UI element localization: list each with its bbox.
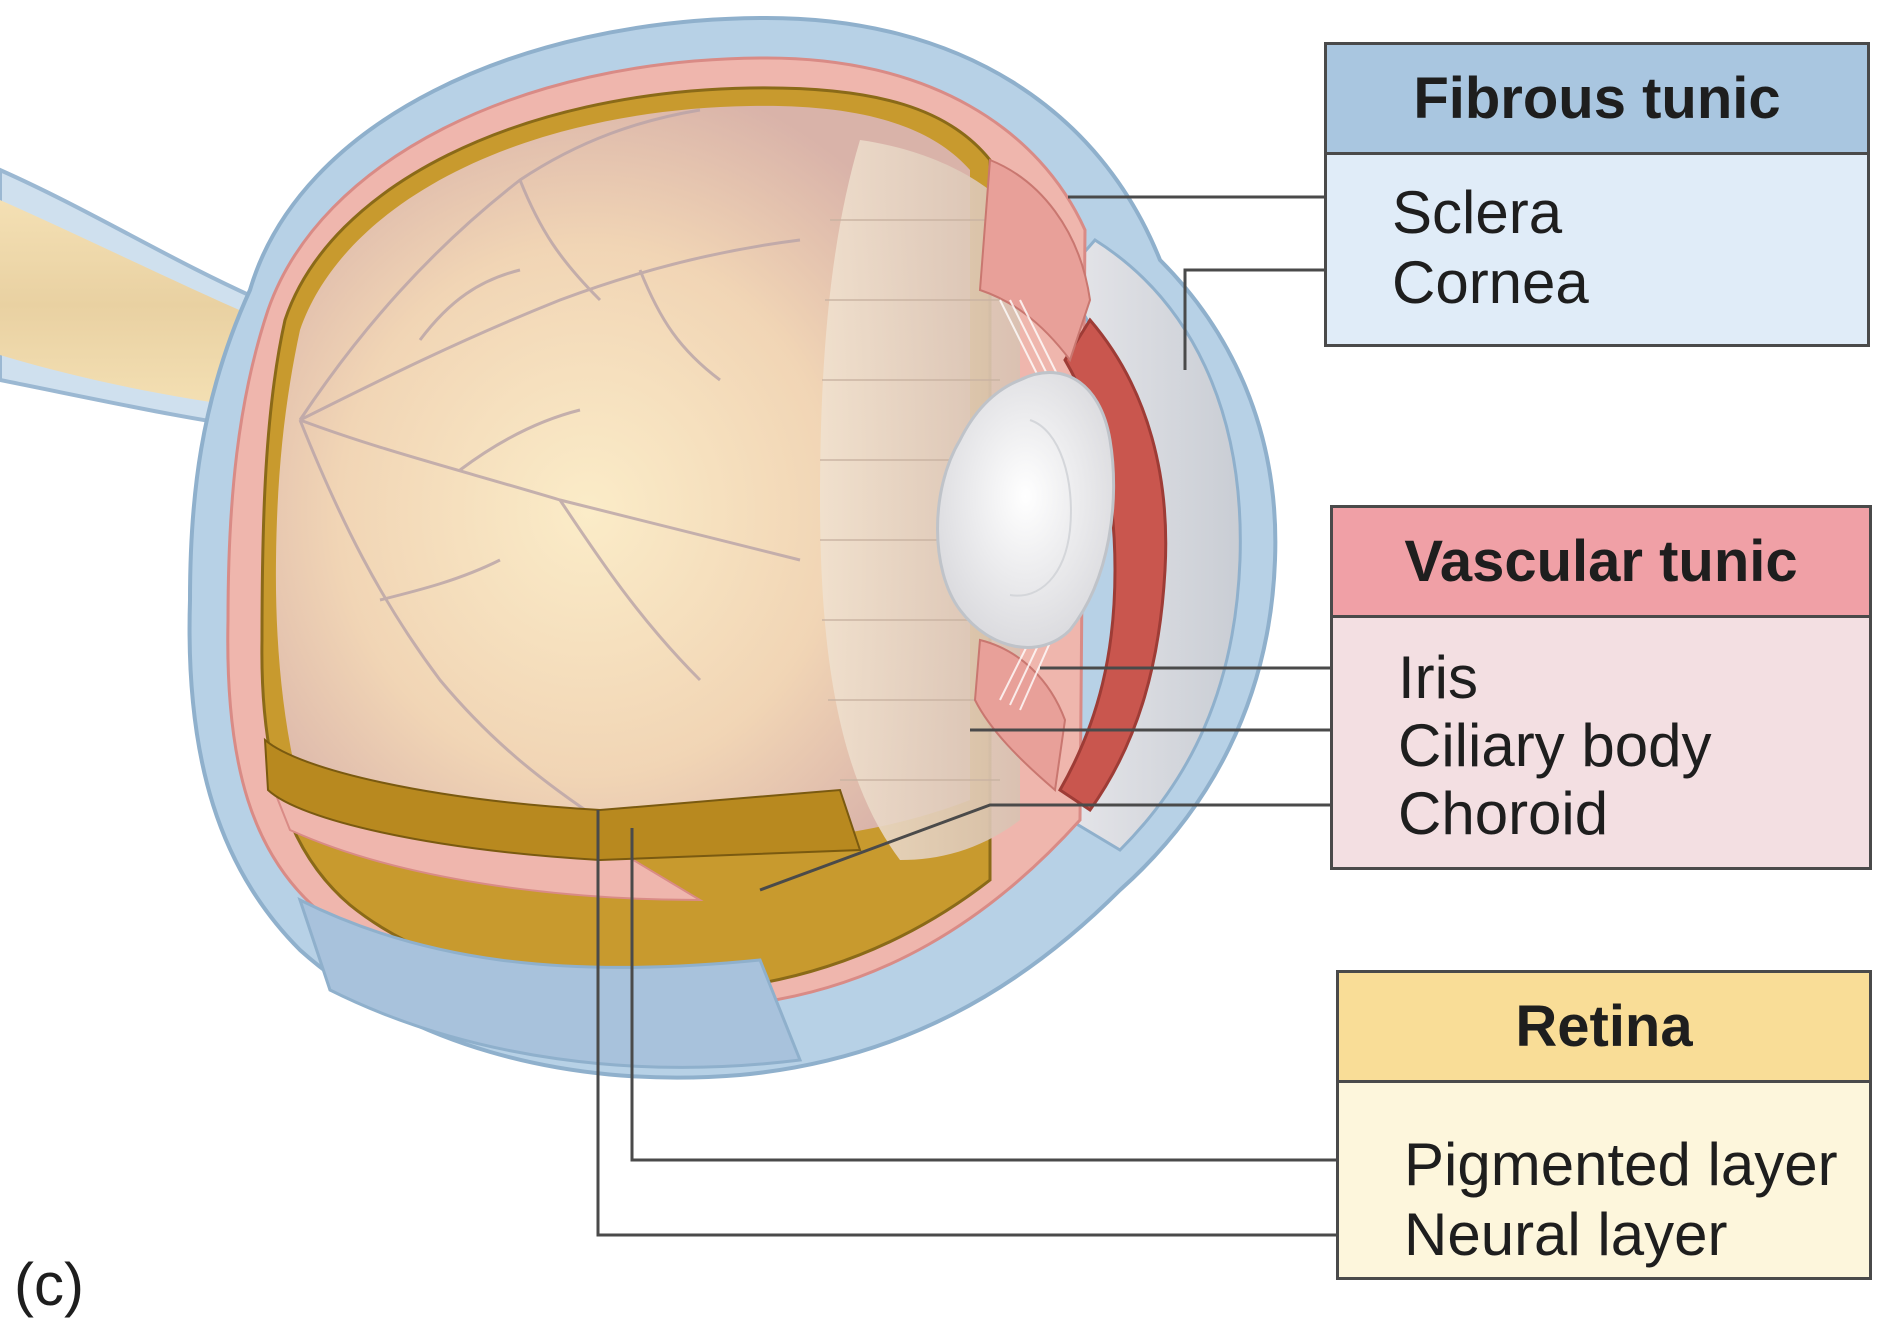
label-neural-layer: Neural layer xyxy=(1404,1201,1728,1268)
label-choroid: Choroid xyxy=(1398,780,1609,847)
label-iris: Iris xyxy=(1398,644,1478,711)
ciliary-region xyxy=(820,140,1020,860)
label-sclera: Sclera xyxy=(1392,179,1563,246)
retina-title: Retina xyxy=(1339,973,1869,1083)
vascular-tunic-box: Vascular tunic Iris Ciliary body Choroid xyxy=(1330,505,1872,870)
leader-cornea xyxy=(1183,268,1370,370)
retina-box: Retina Pigmented layer Neural layer xyxy=(1336,970,1872,1280)
ciliary-folds xyxy=(820,219,1000,781)
cutaway-sclera xyxy=(297,897,803,1069)
optic-nerve-core xyxy=(0,200,268,410)
label-pigmented-layer: Pigmented layer xyxy=(1404,1131,1838,1198)
ciliary-body xyxy=(978,158,1092,363)
cutaway-pigmented xyxy=(263,737,862,862)
leader-choroid xyxy=(759,803,1370,892)
vitreous-chamber xyxy=(275,105,970,843)
leader-neural-layer xyxy=(596,810,1370,1237)
retinal-vessels xyxy=(298,108,801,822)
leader-pigmented-layer xyxy=(630,828,1370,1162)
label-ciliary-body: Ciliary body xyxy=(1398,712,1712,779)
fibrous-tunic-title: Fibrous tunic xyxy=(1327,45,1867,155)
label-cornea: Cornea xyxy=(1392,249,1589,316)
fibrous-tunic-box: Fibrous tunic Sclera Cornea xyxy=(1324,42,1870,347)
panel-label: (c) xyxy=(14,1251,84,1318)
vascular-tunic-title: Vascular tunic xyxy=(1333,508,1869,618)
lens xyxy=(936,371,1116,649)
